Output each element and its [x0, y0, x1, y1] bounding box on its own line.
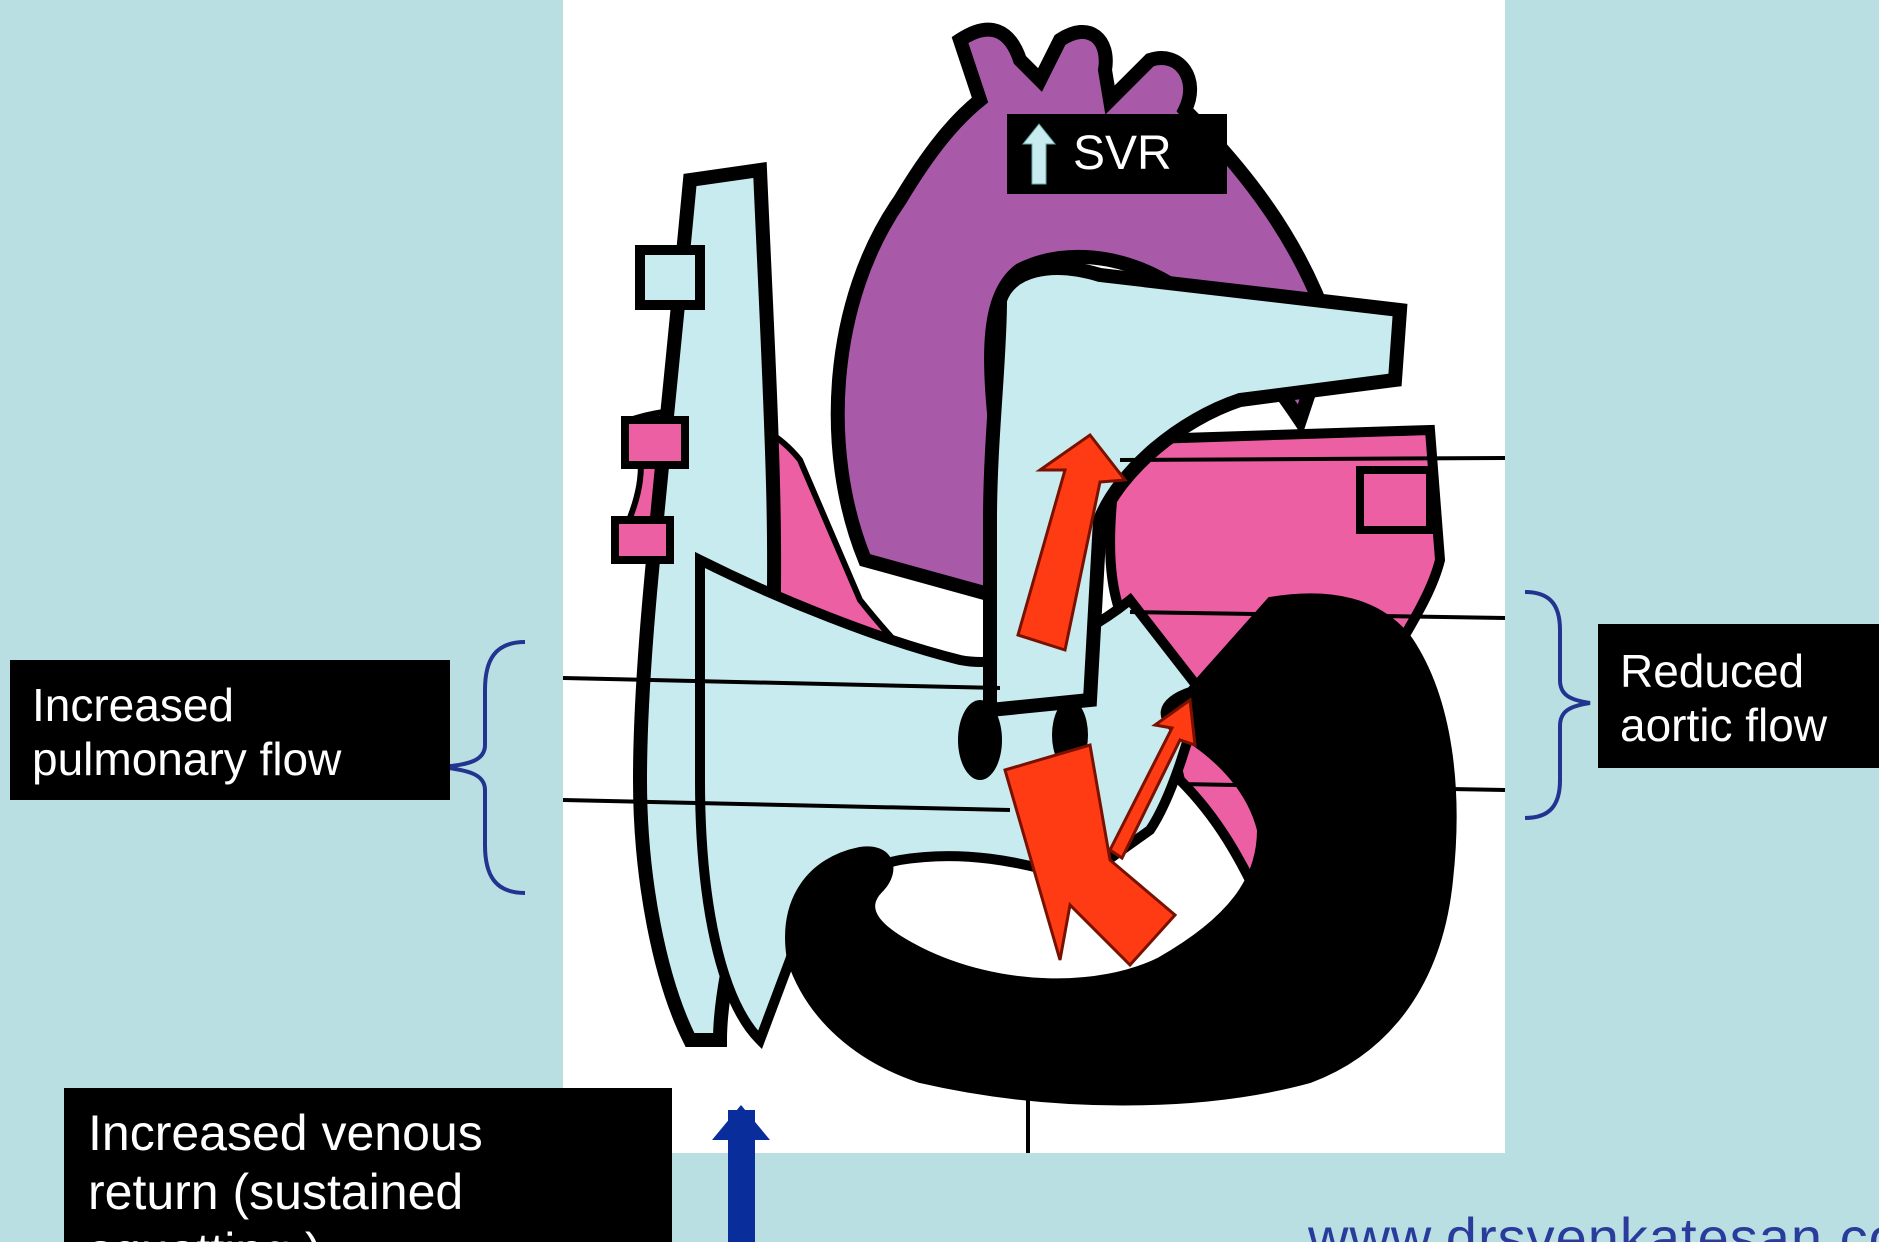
- curly-brace-right-icon: [1525, 592, 1590, 818]
- curly-brace-left-icon: [440, 642, 525, 893]
- venous-return-label: Increased venous return (sustained squat…: [64, 1088, 672, 1242]
- venous-return-arrow-head: [712, 1105, 770, 1140]
- vessel-branch: [625, 420, 685, 465]
- vessel-branch: [615, 520, 670, 560]
- watermark-url: www.drsvenkatesan.co: [1308, 1205, 1879, 1242]
- svr-text: SVR: [1073, 126, 1172, 183]
- up-arrow-icon: [1021, 122, 1057, 186]
- aortic-flow-label: Reduced aortic flow: [1598, 624, 1879, 768]
- leader-line: [1120, 458, 1505, 460]
- vessel-branch: [640, 250, 700, 305]
- vessel-branch: [1360, 470, 1430, 530]
- valve-leaflet: [958, 700, 1002, 780]
- svr-label: SVR: [1007, 114, 1227, 194]
- pulmonary-flow-label: Increased pulmonary flow: [10, 660, 450, 800]
